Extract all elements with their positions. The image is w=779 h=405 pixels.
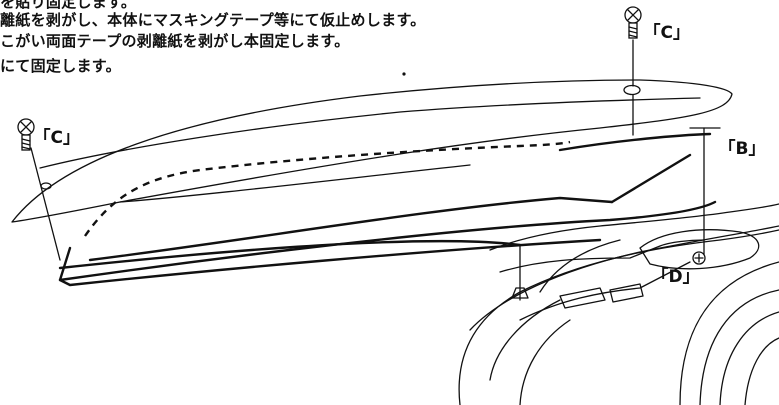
skirt-lower-return [58, 238, 602, 287]
instruction-line-2: 離紙を剥がし、本体にマスキングテープ等にて仮止めします。 [0, 11, 426, 29]
car-vent-top [499, 239, 705, 273]
tire-inner [744, 337, 779, 405]
skirt-lower-face [119, 164, 471, 203]
car-body-side [519, 319, 571, 405]
car-body [458, 203, 779, 405]
car-side-sill [458, 229, 779, 405]
leader-c-left [30, 147, 61, 261]
stray-dot [402, 72, 406, 76]
skirt-top-edge [11, 79, 733, 223]
mount-bracket [511, 287, 529, 299]
tire-outer [719, 311, 779, 405]
wheel-arch-outer [679, 261, 779, 405]
car-mirror [639, 229, 760, 270]
mount-hole-left [40, 182, 52, 190]
car-door-line [539, 239, 621, 293]
screw-d [692, 251, 706, 265]
screw-c-left [17, 118, 35, 151]
instruction-line-1: を貼り固定します。 [0, 0, 137, 11]
instruction-line-3: こがい両面テープの剥離紙を剥がし本固定します。 [0, 32, 350, 50]
label-d: ｢D｣ [660, 267, 692, 287]
skirt-bottom-edge [58, 200, 717, 282]
leader-lines [30, 39, 721, 301]
side-skirt-panel [11, 79, 733, 287]
car-front-curve [489, 299, 561, 381]
screw-c-right [624, 6, 642, 39]
label-b: ｢B｣ [727, 139, 757, 159]
car-vent-bottom [519, 261, 691, 321]
double-sided-tape-line [84, 140, 571, 237]
skirt-front-crease [558, 132, 712, 152]
car-door-bottom [489, 203, 779, 251]
car-vent-slot [559, 287, 606, 309]
skirt-rear-bend [58, 239, 522, 270]
car-vent-slot-2 [609, 283, 644, 303]
mount-hole-right [623, 84, 641, 96]
label-c-left: ｢C｣ [42, 128, 72, 148]
skirt-inner-fold [39, 97, 701, 169]
skirt-underside [88, 196, 614, 262]
wheel-arch-mid [699, 289, 779, 405]
label-c-right: ｢C｣ [652, 23, 682, 43]
skirt-crease-drop [610, 153, 692, 204]
instruction-line-4: にて固定します。 [0, 57, 121, 75]
